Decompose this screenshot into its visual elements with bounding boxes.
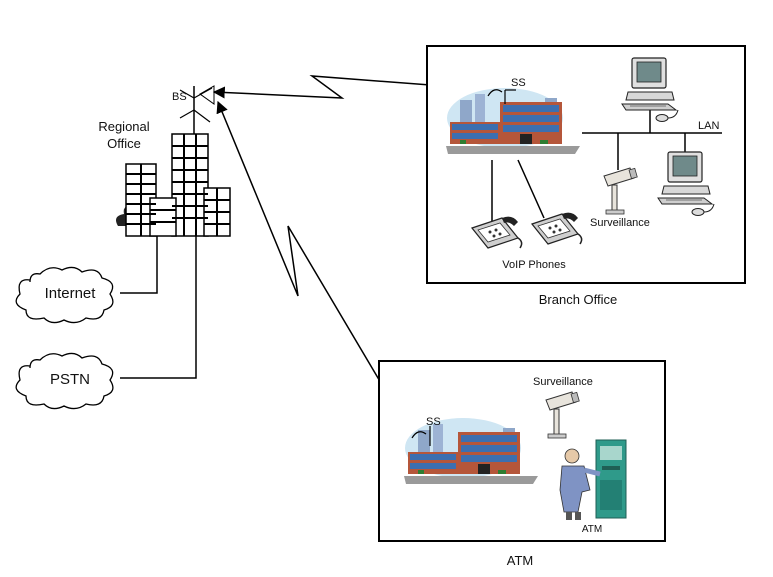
branch-office-label: Branch Office: [539, 292, 618, 307]
regional-office-label-line2: Office: [107, 136, 141, 151]
atm-caption: ATM: [507, 553, 533, 568]
atm-ss-antenna: [411, 426, 431, 446]
branch-surveillance-label: Surveillance: [590, 217, 650, 229]
lan-label: LAN: [698, 120, 719, 132]
wireless-link-atm: [216, 100, 411, 434]
atm-machine: [595, 439, 627, 519]
voip-phones-label: VoIP Phones: [502, 259, 566, 271]
internet-link: [120, 236, 158, 294]
pstn-link: [120, 236, 197, 379]
atm-inner-label: ATM: [582, 524, 602, 535]
pstn-cloud: [15, 352, 114, 410]
bs-label: BS: [172, 91, 187, 103]
atm-ss-label: SS: [426, 416, 441, 428]
branch-ss-antenna: [487, 89, 516, 104]
atm-user-person: [559, 448, 601, 520]
internet-label: Internet: [45, 285, 97, 302]
wireless-link-branch: [212, 75, 498, 99]
regional-office-label-line1: Regional: [98, 119, 149, 134]
lan-wiring: [491, 106, 722, 222]
internet-cloud: [15, 266, 114, 324]
pstn-label: PSTN: [50, 371, 90, 388]
branch-ss-label: SS: [511, 77, 526, 89]
atm-surveillance-label: Surveillance: [533, 376, 593, 388]
